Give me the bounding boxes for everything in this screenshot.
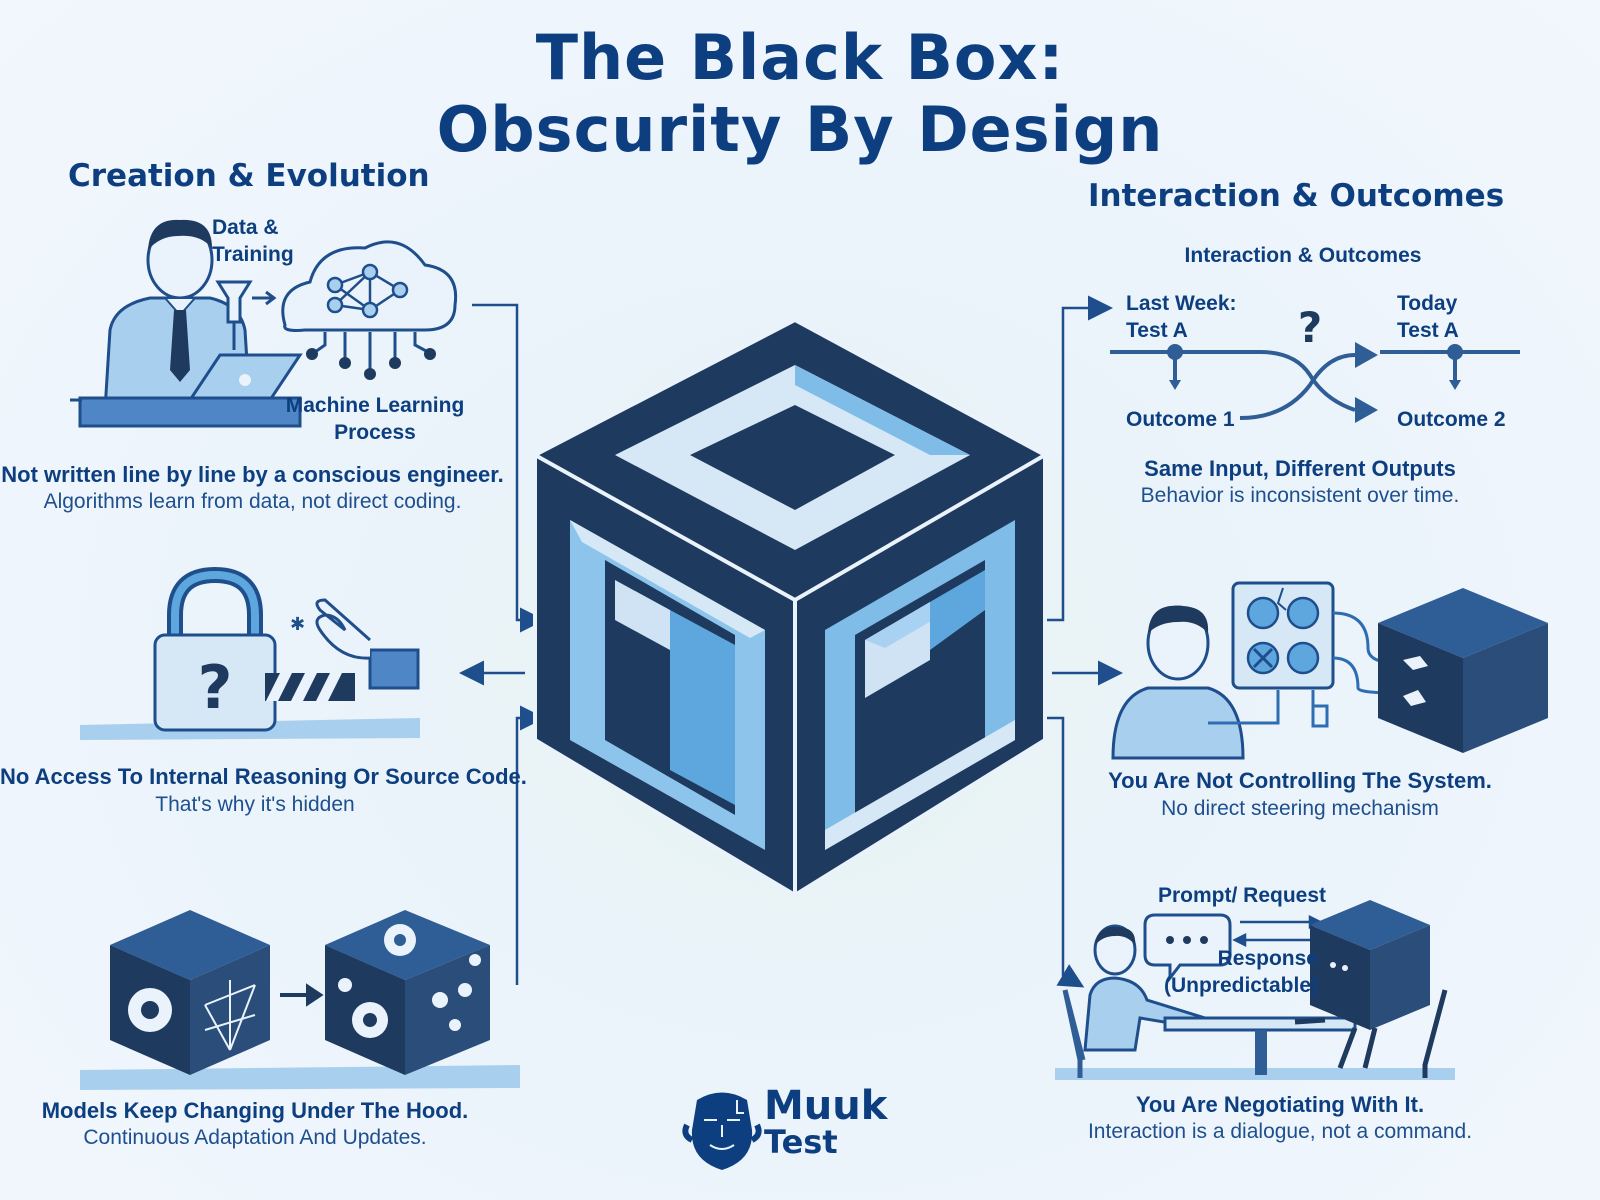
desk-icon (1163, 1016, 1357, 1075)
data-training-label: Data & Training (212, 216, 294, 266)
left-panel3-caption-title: Models Keep Changing Under The Hood. (41, 1098, 469, 1123)
right-panel3-caption-sub: Interaction is a dialogue, not a command… (1087, 1120, 1473, 1143)
negotiation-illustration (1055, 900, 1455, 1080)
logo-text-muuk: Muuk (764, 1083, 888, 1129)
ml-training-illustration (70, 219, 458, 428)
left-panel3-caption-sub: Continuous Adaptation And Updates. (83, 1126, 427, 1149)
last-week-label: Last Week: Test A (1126, 292, 1237, 342)
right-panel1-subheading: Interaction & Outcomes (1184, 244, 1422, 267)
left-panel2-caption-title: No Access To Internal Reasoning Or Sourc… (0, 764, 527, 789)
muuktest-logo: Muuk Test (682, 1085, 922, 1175)
user-person-icon (1111, 605, 1245, 760)
control-panel-icon (1231, 581, 1335, 690)
chat-bubble-icon (1143, 913, 1232, 983)
logo-text-test: Test (764, 1123, 838, 1161)
seated-cube-icon (1294, 900, 1448, 1078)
question-mark-icon: ? (198, 653, 233, 723)
left-panel1-caption-title: Not written line by line by a conscious … (1, 462, 504, 487)
uncertainty-question-icon: ? (1298, 303, 1322, 352)
black-box-cube-icon (1378, 588, 1548, 753)
right-section-heading: Interaction & Outcomes (1088, 178, 1505, 214)
prompt-request-label: Prompt/ Request (1158, 884, 1327, 907)
seated-person-icon (1062, 924, 1208, 1078)
page-title-line2: Obscurity By Design (436, 93, 1164, 166)
svg-text:✱: ✱ (290, 614, 305, 635)
outcome2-label: Outcome 2 (1397, 408, 1506, 431)
model-cube-after-icon (325, 910, 490, 1075)
response-label: Response (Unpredictable) (1163, 947, 1318, 997)
left-panel2-caption-sub: That's why it's hidden (155, 793, 355, 816)
ml-process-label: Machine Learning Process (285, 394, 465, 444)
cloud-network-icon (281, 240, 458, 380)
robot-face-logo-icon (682, 1092, 762, 1170)
outcome1-label: Outcome 1 (1126, 408, 1235, 431)
data-funnel-icon (215, 280, 277, 350)
left-section-heading: Creation & Evolution (68, 158, 430, 194)
exchange-arrows (1232, 914, 1323, 948)
model-cube-before-icon (110, 910, 270, 1075)
right-panel1-caption-sub: Behavior is inconsistent over time. (1140, 484, 1460, 507)
outcome-arrow-lower (1355, 397, 1378, 423)
laptop-icon (70, 353, 303, 428)
right-panel2-caption-sub: No direct steering mechanism (1161, 797, 1439, 820)
central-black-box-cube (533, 317, 1047, 898)
change-arrow-icon (280, 983, 324, 1007)
no-control-illustration (1111, 581, 1548, 760)
timeline-diagram: ? (1110, 303, 1520, 423)
today-label: Today Test A (1397, 292, 1459, 342)
right-panel3-caption-title: You Are Negotiating With It. (1135, 1092, 1425, 1117)
blocked-barrier-icon (265, 673, 355, 701)
page-title-line1: The Black Box: (535, 21, 1065, 94)
changing-models-illustration (80, 910, 520, 1090)
right-panel1-caption-title: Same Input, Different Outputs (1144, 456, 1456, 481)
outcome-arrow-upper (1355, 342, 1378, 368)
right-panel2-caption-title: You Are Not Controlling The System. (1108, 768, 1492, 793)
locked-access-illustration: ? ✱ (80, 566, 420, 740)
padlock-icon: ? (153, 566, 277, 732)
reaching-hand-icon: ✱ (290, 598, 420, 690)
left-panel1-caption-sub: Algorithms learn from data, not direct c… (43, 490, 462, 513)
